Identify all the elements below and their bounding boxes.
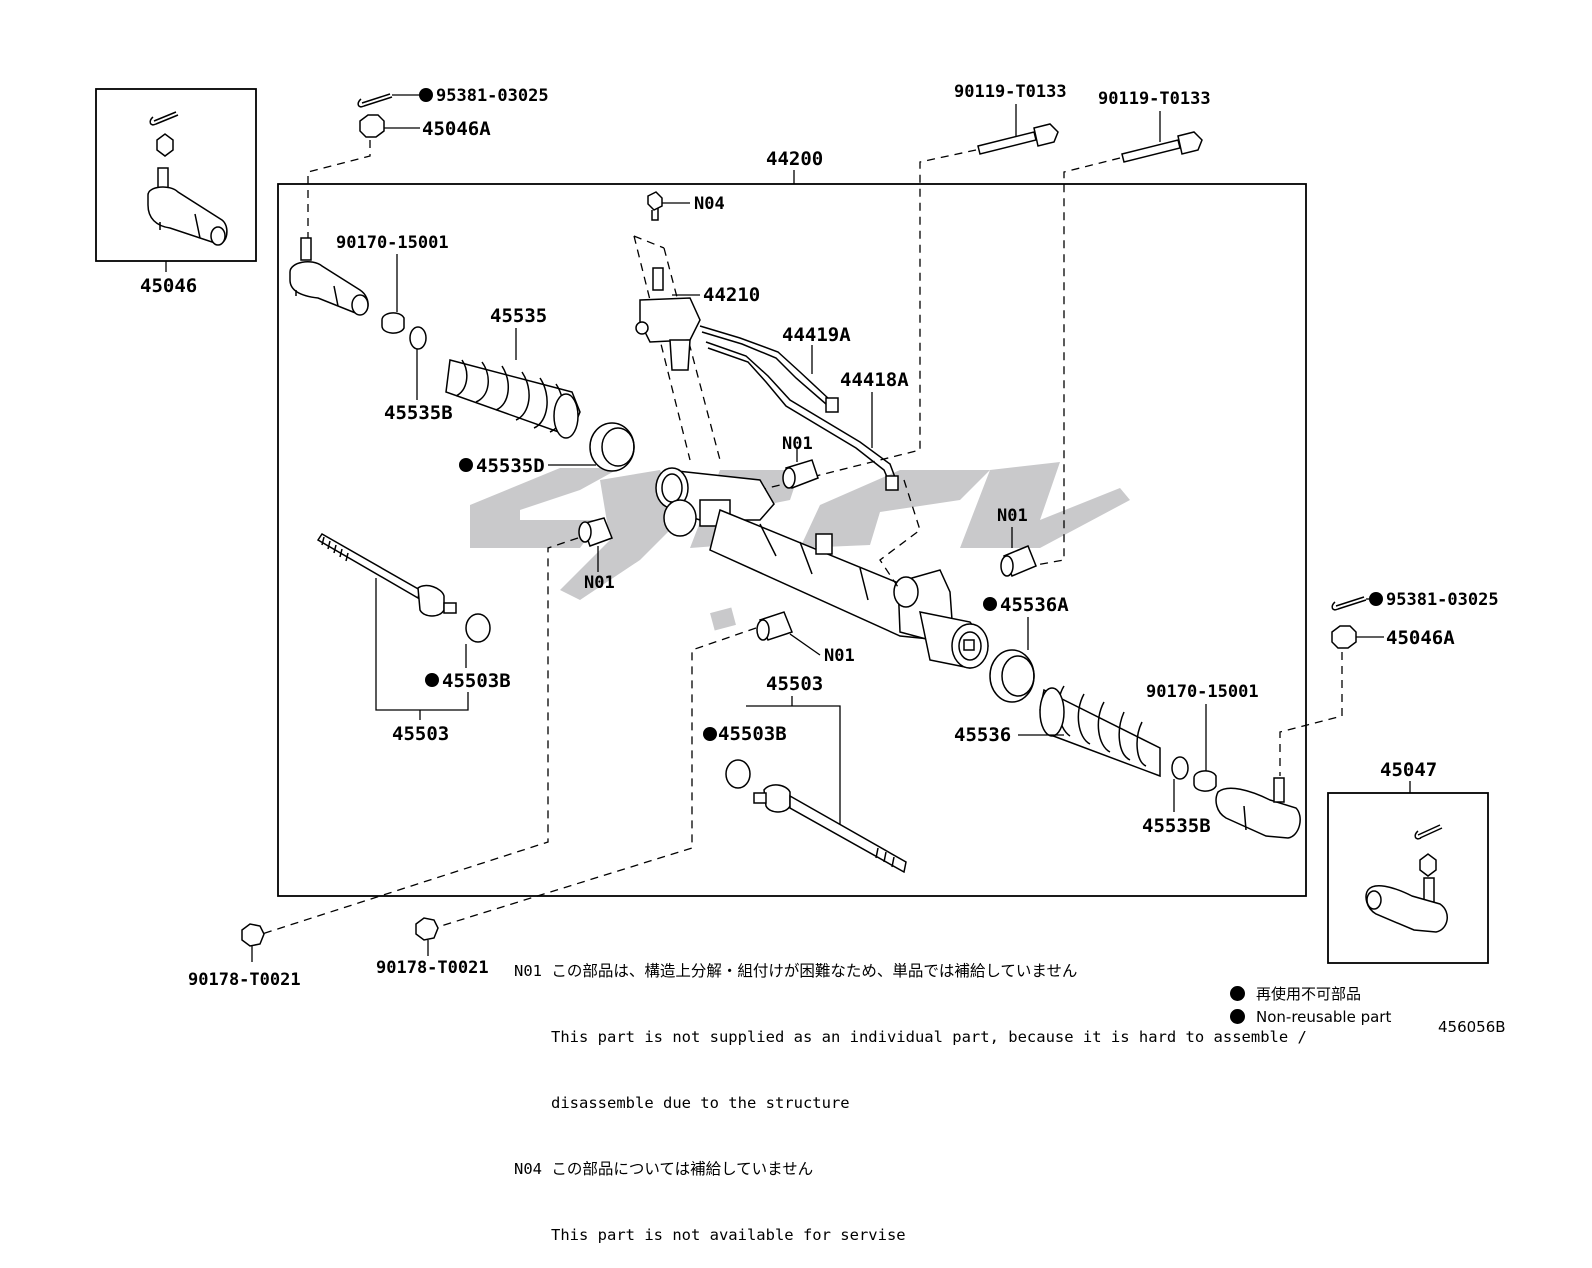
note-n04-en: This part is not available for servise <box>551 1226 906 1244</box>
non-reusable-dot <box>1369 592 1383 606</box>
non-reusable-dot <box>459 458 473 472</box>
tube-44418A <box>705 341 899 491</box>
washer-left <box>465 613 491 643</box>
callout-45503B-left: 45503B <box>442 670 511 692</box>
callout-45535: 45535 <box>490 305 547 327</box>
callout-95381-03025-left: 95381-03025 <box>436 86 549 106</box>
callout-44418A: 44418A <box>840 369 909 391</box>
cotter-pin-right <box>1331 596 1367 611</box>
note-n01-en-1: This part is not supplied as an individu… <box>551 1028 1307 1046</box>
clip-right <box>1171 756 1189 780</box>
callout-90119-T0133-left: 90119-T0133 <box>954 82 1067 102</box>
jam-nut-left <box>381 312 405 334</box>
notes-block: N01 この部品は、構造上分解・組付けが困難なため、単品では補給していません T… <box>514 916 1307 1268</box>
bushing-n01-right <box>1000 545 1037 577</box>
bushing-n01-top <box>782 459 819 489</box>
callout-90119-T0133-right: 90119-T0133 <box>1098 89 1211 109</box>
callout-N01-left: N01 <box>584 573 615 593</box>
inset-box-left <box>95 88 257 262</box>
note-n04-jp: この部品については補給していません <box>551 1160 814 1178</box>
tie-rod-end-left <box>289 237 369 316</box>
note-n01-en-2: disassemble due to the structure <box>551 1094 850 1112</box>
jam-nut-right <box>1193 770 1217 792</box>
non-reusable-dot <box>419 88 433 102</box>
tie-rod-end-left-inset-drawing <box>147 111 228 246</box>
assembly-box <box>277 183 1307 897</box>
bolt-left <box>977 123 1059 155</box>
boot-right <box>1039 685 1161 778</box>
callout-N01-top: N01 <box>782 434 813 454</box>
callout-N01-right: N01 <box>997 506 1028 526</box>
boot-left <box>445 359 581 439</box>
callout-45047: 45047 <box>1380 759 1437 781</box>
callout-45536: 45536 <box>954 724 1011 746</box>
clip-left <box>409 326 427 350</box>
callout-90170-15001-left: 90170-15001 <box>336 233 449 253</box>
plug-n04 <box>647 191 663 221</box>
callout-44200: 44200 <box>766 148 823 170</box>
tie-rod-end-right <box>1215 777 1301 839</box>
legend-dot-icon <box>1230 986 1245 1001</box>
callout-45535D: 45535D <box>476 455 545 477</box>
note-n01-code: N01 <box>514 962 542 980</box>
legend: 再使用不可部品 Non-reusable part <box>1230 982 1391 1028</box>
washer-right <box>725 759 751 789</box>
note-n04-code: N04 <box>514 1160 542 1178</box>
callout-N01-bottom: N01 <box>824 646 855 666</box>
rack-end-left <box>316 533 457 617</box>
mount-nut-left <box>241 923 265 947</box>
tube-44419A <box>699 325 839 413</box>
callout-45536A: 45536A <box>1000 594 1069 616</box>
cotter-pin-left <box>357 93 393 108</box>
rack-end-right <box>753 784 907 874</box>
valve-housing-44210 <box>635 267 701 371</box>
legend-jp: 再使用不可部品 <box>1256 985 1362 1003</box>
nut-right <box>1331 625 1357 649</box>
callout-95381-03025-right: 95381-03025 <box>1386 590 1499 610</box>
callout-45046A-left: 45046A <box>422 118 491 140</box>
clamp-45535D <box>589 422 635 472</box>
callout-45503-left: 45503 <box>392 723 449 745</box>
nut-left <box>359 114 385 138</box>
callout-45535B-right: 45535B <box>1142 815 1211 837</box>
bushing-n01-bottom <box>756 611 793 641</box>
callout-90178-T0021-left: 90178-T0021 <box>188 970 301 990</box>
callout-44419A: 44419A <box>782 324 851 346</box>
bushing-n01-left <box>578 517 613 547</box>
note-n01-jp: この部品は、構造上分解・組付けが困難なため、単品では補給していません <box>551 962 1078 980</box>
legend-en: Non-reusable part <box>1256 1007 1392 1026</box>
non-reusable-dot <box>703 727 717 741</box>
callout-45503-right: 45503 <box>766 673 823 695</box>
callout-N04: N04 <box>694 194 725 214</box>
steering-rack-housing <box>655 467 989 669</box>
callout-45046A-right: 45046A <box>1386 627 1455 649</box>
diagram-id: 456056B <box>1438 1018 1506 1036</box>
callout-45535B-left: 45535B <box>384 402 453 424</box>
legend-dot-icon <box>1230 1009 1245 1024</box>
tie-rod-end-right-inset-drawing <box>1365 824 1448 933</box>
non-reusable-dot <box>983 597 997 611</box>
callout-90178-T0021-right: 90178-T0021 <box>376 958 489 978</box>
callout-44210: 44210 <box>703 284 760 306</box>
bolt-right <box>1121 131 1203 163</box>
callout-90170-15001-right: 90170-15001 <box>1146 682 1259 702</box>
callout-45503B-right: 45503B <box>718 723 787 745</box>
non-reusable-dot <box>425 673 439 687</box>
inset-box-right <box>1327 792 1489 964</box>
mount-nut-right <box>415 917 439 941</box>
callout-45046: 45046 <box>140 275 197 297</box>
clamp-45536A <box>989 649 1035 703</box>
steering-rack-parts-diagram: 44200 45046 45047 95381-03025 45046A 9 <box>95 82 1499 990</box>
